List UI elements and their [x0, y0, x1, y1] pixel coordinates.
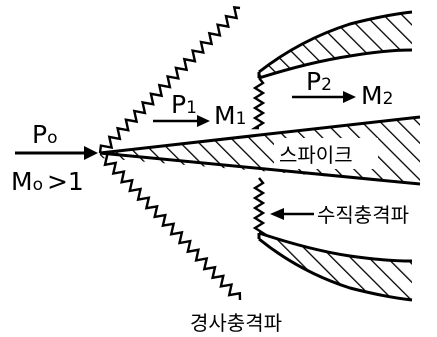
region2-mach-label: M2 — [361, 81, 393, 110]
upstream-pressure-label: Po — [32, 120, 57, 149]
upstream-mach-label: Mo>1 — [11, 167, 84, 196]
region1-pressure-label: P1 — [171, 90, 197, 119]
region2-flow-arrow — [292, 91, 356, 103]
spike-label: 스파이크 — [279, 143, 353, 167]
region2-pressure-label: P2 — [306, 67, 332, 96]
upstream-flow-arrow — [15, 146, 98, 160]
oblique-shock-upper — [98, 6, 241, 154]
oblique-shock-lower — [99, 151, 242, 301]
normal-shock-upper — [250, 77, 266, 130]
normal-shock-lower — [252, 177, 268, 235]
lower-cowl — [257, 231, 413, 302]
oblique-shock-label: 경사충격파 — [190, 311, 282, 335]
region1-mach-label: M1 — [214, 101, 246, 130]
normal-shock-label: 수직충격파 — [317, 203, 409, 227]
region1-flow-arrow — [153, 115, 210, 127]
normal-shock-pointer-arrow — [270, 208, 314, 220]
upper-cowl — [257, 10, 413, 80]
